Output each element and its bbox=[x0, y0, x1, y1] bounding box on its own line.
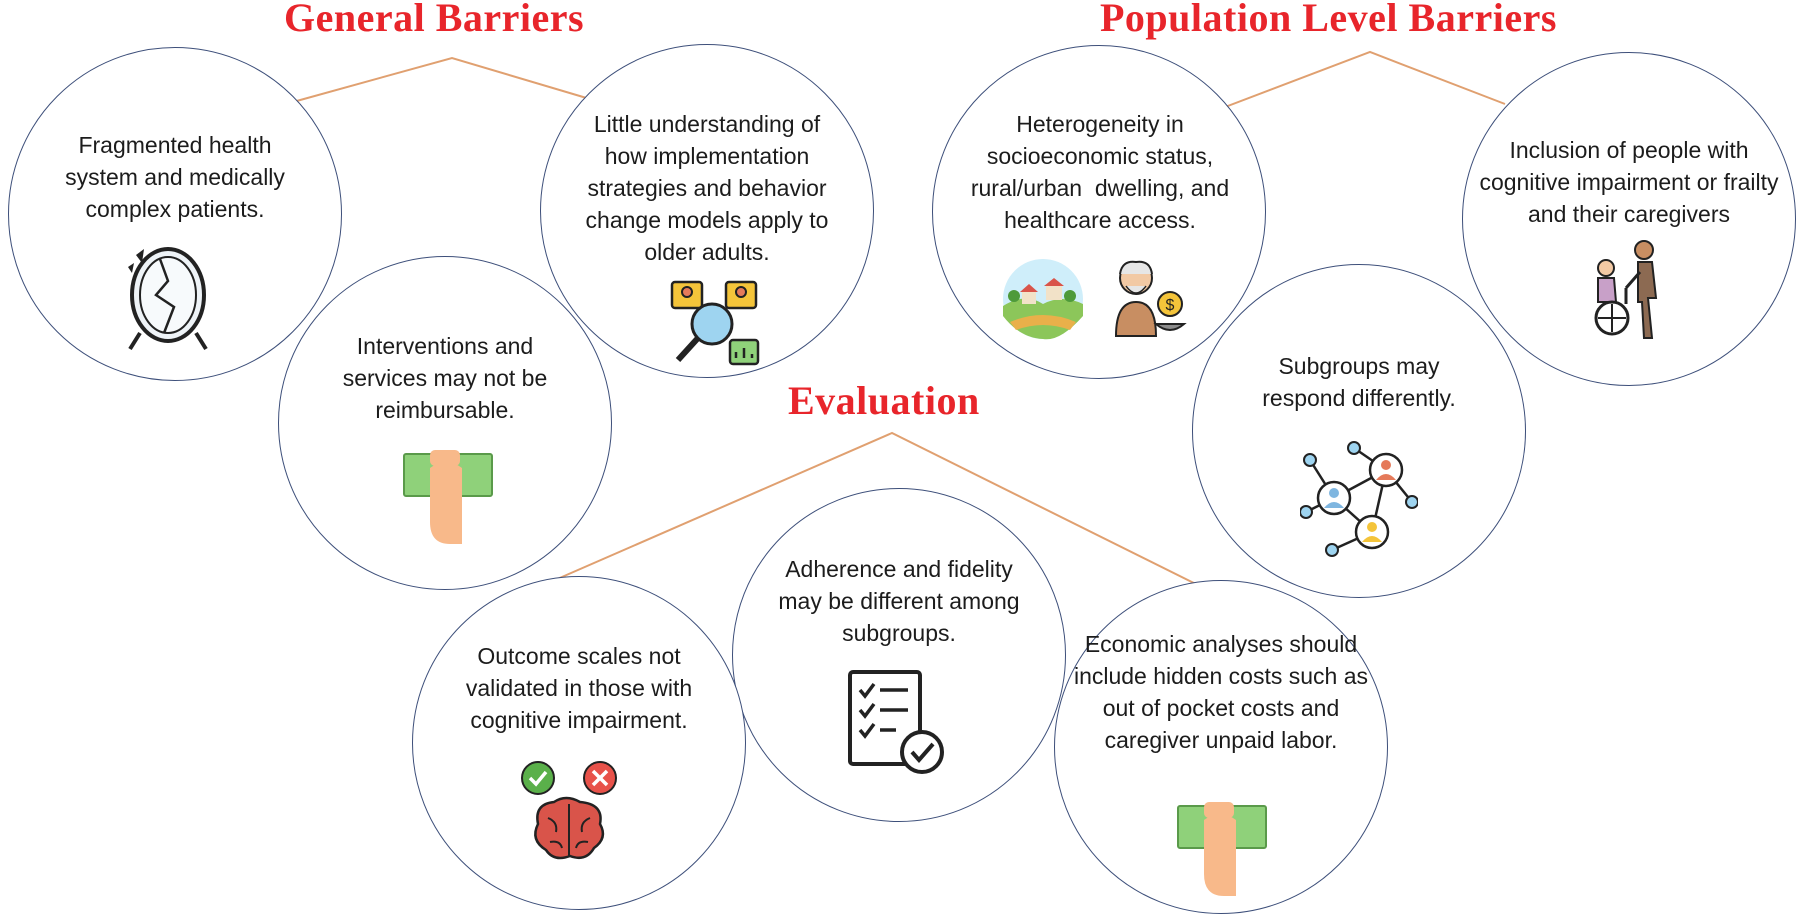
money-hand-icon bbox=[403, 450, 493, 544]
evaluation-connector bbox=[554, 431, 1229, 601]
adherence-text: Adherence and fidelity may be different … bbox=[778, 556, 1020, 646]
network-people-icon bbox=[1300, 441, 1418, 557]
subgroups-text: Subgroups may respond differently. bbox=[1262, 353, 1456, 411]
checklist-icon bbox=[848, 670, 944, 774]
evaluation-heading: Evaluation bbox=[788, 378, 980, 423]
heterogeneity-text: Heterogeneity in socioeconomic status, r… bbox=[970, 111, 1236, 233]
wheelchair-caregiver-icon bbox=[1594, 240, 1658, 339]
economic-text: Economic analyses should include hidden … bbox=[1073, 631, 1369, 753]
population-barriers-connector bbox=[1211, 50, 1506, 113]
broken-mirror-icon bbox=[128, 247, 208, 351]
outcome-text: Outcome scales not validated in those wi… bbox=[465, 643, 693, 733]
general-barriers-heading: General Barriers bbox=[284, 0, 585, 40]
fragmented-health-text: Fragmented health system and medically c… bbox=[65, 132, 285, 222]
research-magnifier-icon bbox=[670, 280, 760, 366]
inclusion-text: Inclusion of people with cognitive impai… bbox=[1479, 137, 1779, 227]
svg-text:$: $ bbox=[1166, 297, 1175, 314]
interventions-text: Interventions and services may not be re… bbox=[342, 333, 548, 423]
little-understanding-text: Little understanding of how implementati… bbox=[585, 111, 829, 265]
elderly-man-coins-icon: $ bbox=[1114, 260, 1187, 337]
brain-check-cross-icon bbox=[521, 761, 617, 860]
money-hand-icon bbox=[1177, 802, 1267, 896]
population-barriers-heading: Population Level Barriers bbox=[1100, 0, 1557, 40]
heterogeneity-circle bbox=[932, 45, 1266, 379]
rural-landscape-icon bbox=[1003, 259, 1083, 340]
adherence-circle bbox=[732, 488, 1066, 822]
general-barriers-connector bbox=[292, 56, 601, 103]
inclusion-circle bbox=[1462, 52, 1796, 386]
